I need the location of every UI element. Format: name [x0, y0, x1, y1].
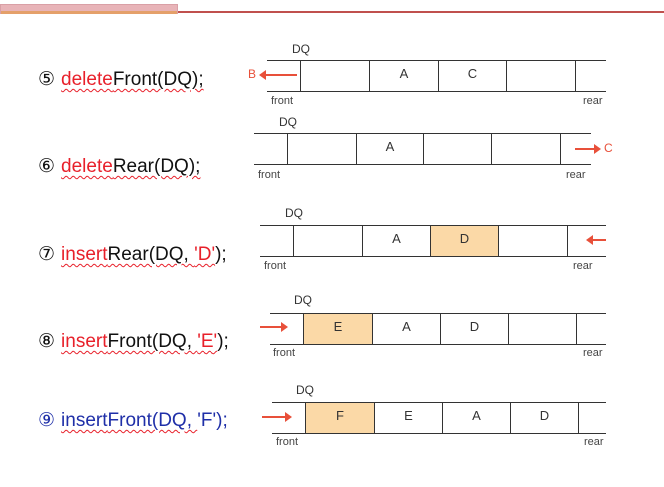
rear-label: rear: [583, 95, 603, 107]
deque-cell: A: [369, 61, 438, 91]
deque-cell: [423, 134, 491, 164]
deque-cell: [293, 226, 362, 256]
deque-cell: [260, 226, 293, 256]
fn-arg: 'E': [197, 331, 218, 352]
deque-cell: [491, 134, 560, 164]
deque-cell: [560, 134, 591, 164]
step-number: ⑦: [38, 244, 56, 265]
fn-suffix: Rear(DQ);: [112, 156, 201, 177]
deque-label: DQ: [279, 115, 297, 129]
fn-prefix: delete: [61, 156, 113, 177]
rear-label: rear: [566, 169, 586, 181]
fn-tail: );: [217, 331, 229, 352]
title-bar-line: [178, 11, 664, 13]
deque-cell: [287, 134, 356, 164]
deque-cell: A: [372, 314, 440, 344]
fn-suffix: Rear(DQ,: [107, 244, 195, 265]
removed-element-label: C: [604, 141, 613, 155]
deque-cell: E: [303, 314, 372, 344]
deque-label: DQ: [296, 383, 314, 397]
deque-cell: A: [442, 403, 510, 433]
deque-cell: C: [438, 61, 506, 91]
rear-label: rear: [583, 347, 603, 359]
removed-element-label: B: [248, 67, 257, 81]
step-number: ⑤: [38, 69, 56, 90]
arrow-left-icon: [259, 70, 297, 80]
deque-label: DQ: [294, 293, 312, 307]
fn-prefix: insert: [61, 410, 108, 431]
arrow-right-icon: [575, 144, 601, 154]
deque-cell: A: [362, 226, 430, 256]
fn-prefix: delete: [61, 69, 113, 90]
front-label: front: [271, 95, 294, 107]
rear-label: rear: [573, 260, 593, 272]
front-label: front: [264, 260, 287, 272]
front-label: front: [276, 436, 299, 448]
fn-tail: );: [215, 244, 227, 265]
fn-suffix: Front(DQ);: [112, 69, 204, 90]
deque-cell: [575, 61, 606, 91]
arrow-right-icon: [260, 322, 288, 332]
step-number: ⑧: [38, 331, 56, 352]
deque-cell: [498, 226, 567, 256]
fn-prefix: insert: [61, 244, 108, 265]
front-label: front: [258, 169, 281, 181]
fn-arg: 'D': [194, 244, 216, 265]
deque-cell: D: [430, 226, 498, 256]
deque-cell: E: [374, 403, 442, 433]
deque-cell: D: [510, 403, 578, 433]
arrow-left-icon: [586, 235, 606, 245]
fn-prefix: insert: [61, 331, 108, 352]
fn-arg: 'F': [197, 410, 217, 431]
title-bar-accent: [0, 4, 178, 14]
deque-cell: A: [356, 134, 423, 164]
fn-suffix: Front(DQ,: [107, 331, 198, 352]
front-label: front: [273, 347, 296, 359]
deque-cell: [578, 403, 606, 433]
fn-suffix: Front(DQ,: [107, 410, 198, 431]
arrow-right-icon: [262, 412, 292, 422]
deque-cell: [267, 61, 300, 91]
deque-cell: [576, 314, 606, 344]
deque-array: A: [254, 133, 591, 165]
deque-cell: [254, 134, 287, 164]
step-number: ⑥: [38, 156, 56, 177]
deque-cell: [506, 61, 575, 91]
deque-cell: [567, 226, 606, 256]
deque-label: DQ: [285, 206, 303, 220]
deque-cell: F: [305, 403, 374, 433]
deque-cell: D: [440, 314, 508, 344]
deque-cell: [508, 314, 576, 344]
step-number: ⑨: [38, 410, 56, 431]
deque-label: DQ: [292, 42, 310, 56]
fn-tail: );: [216, 410, 228, 431]
deque-cell: [300, 61, 369, 91]
rear-label: rear: [584, 436, 604, 448]
